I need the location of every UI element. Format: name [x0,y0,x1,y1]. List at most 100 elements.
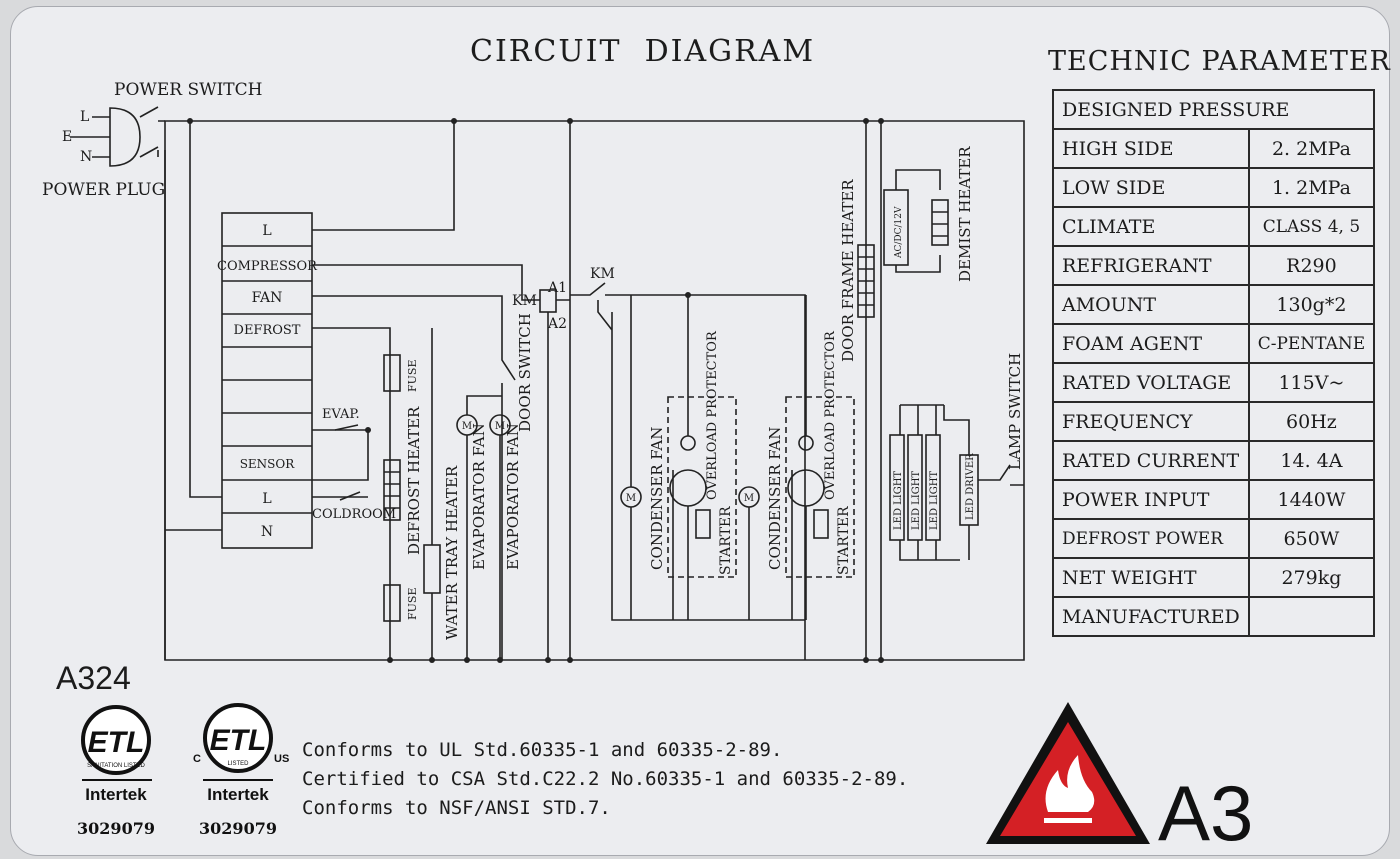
terminal-compressor: COMPRESSOR [217,259,318,274]
param-label: RATED CURRENT [1052,440,1250,481]
param-value: 1. 2MPa [1247,167,1376,208]
motor-label: M [462,421,472,432]
compressor-2-symbol [787,469,825,507]
km-coil-label: KM [512,293,537,309]
compressor-2-box [785,396,855,578]
l-feed-wire [189,121,222,498]
etl-logo-text: ETL [210,724,267,757]
terminal-n: N [261,524,273,540]
refrigerant-safety-class: A3 [1158,769,1254,857]
km-contact-label: KM [590,266,615,282]
flammable-warning-icon [986,702,1150,844]
motor-label: M [495,421,505,432]
certification-line-3: Conforms to NSF/ANSI STD.7. [302,797,611,819]
coldroom-label: COLDROOM [312,507,396,522]
param-label: DEFROST POWER [1052,518,1250,559]
power-plug-label: POWER PLUG [42,180,165,200]
etl-c-mark: C [193,753,201,765]
led-light-3-label: LED LIGHT [929,471,940,530]
evaporator-fan-2-label: EVAPORATOR FAN [504,423,522,570]
param-label: LOW SIDE [1052,167,1250,208]
led-light-1-symbol [889,434,905,541]
controller-l-wire [312,121,455,231]
etl-listed-sub: LISTED [227,761,249,767]
terminal-l2: L [262,491,271,507]
terminal-defrost: DEFROST [234,323,301,338]
plug-e-label: E [62,129,72,145]
cert-number-2: 3029079 [199,819,277,838]
param-label: REFRIGERANT [1052,245,1250,286]
param-value: 14. 4A [1247,440,1376,481]
defrost-heater-symbol [383,459,401,521]
param-value: 60Hz [1247,401,1376,442]
power-plug-symbol [109,107,141,167]
motor-label: M [626,493,636,504]
certification-line-1: Conforms to UL Std.60335-1 and 60335-2-8… [302,739,783,761]
param-label: AMOUNT [1052,284,1250,325]
param-value: 130g*2 [1247,284,1376,325]
c-etl-us-logo: ETL LISTED C US Intertek 3029079 [193,703,289,838]
param-label: FOAM AGENT [1052,323,1250,364]
plug-n-label: N [80,149,92,165]
plug-wires [70,116,110,158]
compressor-1-symbol [669,469,707,507]
water-tray-heater-symbol [423,544,441,594]
defrost-heater-label: DEFROST HEATER [405,406,423,555]
technic-parameter-title: TECHNIC PARAMETER [1048,46,1391,77]
motor-label: M [744,493,754,504]
led-light-2-symbol [907,434,923,541]
main-loop-wire [164,120,1025,661]
overload-2-symbol [798,435,814,451]
ac-dc-12v-label: AC/DC/12V [894,206,904,259]
param-value: 2. 2MPa [1247,128,1376,169]
terminal-l: L [262,223,271,239]
param-label: NET WEIGHT [1052,557,1250,598]
fuse-top-label: FUSE [406,360,419,392]
model-number: A324 [56,660,131,696]
a1-label: A1 [547,280,567,296]
fuse-bottom-label: FUSE [406,588,419,620]
a2-label: A2 [547,316,567,332]
param-value: C-PENTANE [1247,323,1376,364]
starter-1-symbol [695,509,711,539]
designed-pressure-header: DESIGNED PRESSURE [1051,89,1376,130]
led-light-2-label: LED LIGHT [911,471,922,530]
power-switch-symbol [139,106,166,660]
compressor-1-box [667,396,737,578]
table-row: MANUFACTURED [1052,596,1376,637]
overload-protector-1-label: OVERLOAD PROTECTOR [705,330,720,500]
param-label: FREQUENCY [1052,401,1250,442]
fuse-top [383,354,401,392]
starter-1-label: STARTER [718,506,734,575]
door-switch-label: DOOR SWITCH [516,313,534,432]
param-label: POWER INPUT [1052,479,1250,520]
evaporator-fan-1-label: EVAPORATOR FAN [470,423,488,570]
cert-number-1: 3029079 [77,819,155,838]
certification-line-2: Certified to CSA Std.C22.2 No.60335-1 an… [302,768,909,790]
sensor-wires [312,429,369,498]
param-value: 115V~ [1247,362,1376,403]
param-value: CLASS 4, 5 [1247,206,1376,247]
led-light-1-label: LED LIGHT [893,471,904,530]
demist-heater-symbol [931,199,949,246]
intertek-label-2: Intertek [207,785,269,804]
led-driver-label: LED DRIVER [965,453,976,520]
fuse-bottom [383,584,401,622]
etl-us-mark: US [274,753,289,765]
lamp-switch-label: LAMP SWITCH [1006,353,1024,470]
demist-heater-label: DEMIST HEATER [956,146,974,282]
starter-2-symbol [813,509,829,539]
evap-label: EVAP. [322,407,360,422]
param-value: 1440W [1247,479,1376,520]
param-value: 650W [1247,518,1376,559]
